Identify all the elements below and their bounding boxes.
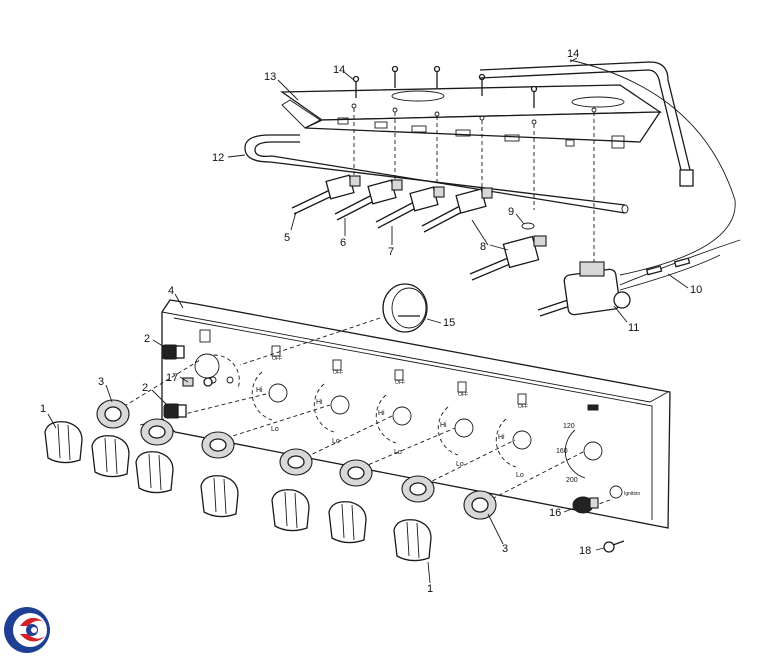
panel-dial-5: Hi Lo OFF <box>495 393 532 479</box>
callout-1-left: 1 <box>40 403 46 415</box>
oven-temperature-dial: 120 160 200 <box>556 404 603 484</box>
hi-label-4: Hi <box>440 422 447 429</box>
valve-5 <box>291 174 361 215</box>
hi-label-2: Hi <box>316 399 323 406</box>
temp-200-label: 200 <box>566 477 578 484</box>
callout-2-upper: 2 <box>144 333 150 345</box>
switch-2-lower <box>163 403 187 419</box>
callout-2-lower: 2 <box>142 382 148 394</box>
lo-label-5: Lo <box>516 472 524 479</box>
manifold-bracket <box>279 84 663 149</box>
off-label-3: OFF <box>395 380 405 386</box>
thermostat-valve <box>537 261 631 317</box>
callout-6: 6 <box>340 237 346 249</box>
callout-3-right: 3 <box>502 543 508 555</box>
callout-18: 18 <box>579 545 591 557</box>
callout-9: 9 <box>508 206 514 218</box>
off-label-1: OFF <box>272 356 282 362</box>
callout-14-right: 14 <box>567 48 579 60</box>
off-label-4: OFF <box>458 392 468 398</box>
callout-numbers: 1 1 2 2 3 3 4 5 6 7 8 9 10 11 12 13 14 1… <box>40 48 702 595</box>
knob-bezels <box>140 418 435 503</box>
panel-indicator-cluster <box>194 329 240 389</box>
ignition-button-panel: Ignition <box>609 485 640 499</box>
thermocouple-wire <box>569 59 736 276</box>
valve-6 <box>334 179 403 221</box>
switch-2-upper <box>161 344 185 360</box>
timer-clock <box>382 283 428 333</box>
lo-label-4: Lo <box>456 461 464 468</box>
panel-dial-4: Hi Lo OFF <box>437 381 474 468</box>
knob-bezel-3-left <box>96 399 130 429</box>
o-ring <box>521 222 535 230</box>
callout-13: 13 <box>264 71 276 83</box>
temp-160-label: 160 <box>556 448 568 455</box>
alignment-lines-top <box>353 108 595 265</box>
valve-8-upper <box>421 187 493 233</box>
callout-10: 10 <box>690 284 702 296</box>
ignition-label: Ignition <box>624 491 640 497</box>
hi-label-5: Hi <box>498 434 505 441</box>
callout-1-right: 1 <box>427 583 433 595</box>
callout-8: 8 <box>480 241 486 253</box>
callout-14-left: 14 <box>333 64 345 76</box>
manifold-pipe <box>244 134 629 214</box>
brand-logo-icon <box>4 607 50 653</box>
panel-dial-2: Hi Lo OFF <box>313 359 350 445</box>
lo-label-2: Lo <box>332 438 340 445</box>
panel-dial-1: Hi Lo OFF <box>251 345 288 433</box>
gas-inlet-pipe <box>479 61 694 187</box>
ignition-switch <box>572 496 599 514</box>
callout-4: 4 <box>168 285 174 297</box>
capillary-tube <box>619 239 741 291</box>
screw-18 <box>603 540 625 553</box>
hi-label-1: Hi <box>256 387 263 394</box>
valve-7 <box>375 186 445 229</box>
control-knobs <box>44 421 432 562</box>
callout-7: 7 <box>388 246 394 258</box>
valve-8-lower <box>469 235 547 281</box>
screw-14-group <box>352 65 538 108</box>
callout-15: 15 <box>443 317 455 329</box>
callout-leaders <box>47 57 689 584</box>
callout-11: 11 <box>628 322 639 334</box>
callout-17: 17 <box>166 372 178 384</box>
off-label-5: OFF <box>518 404 528 410</box>
off-label-2: OFF <box>333 370 343 376</box>
temp-120-label: 120 <box>563 423 575 430</box>
lo-label-1: Lo <box>271 426 279 433</box>
callout-3-left: 3 <box>98 376 104 388</box>
knob-bezel-3-right <box>463 490 497 520</box>
callout-12: 12 <box>212 152 224 164</box>
hi-label-3: Hi <box>378 410 385 417</box>
callout-16: 16 <box>549 507 561 519</box>
callout-5: 5 <box>284 232 290 244</box>
